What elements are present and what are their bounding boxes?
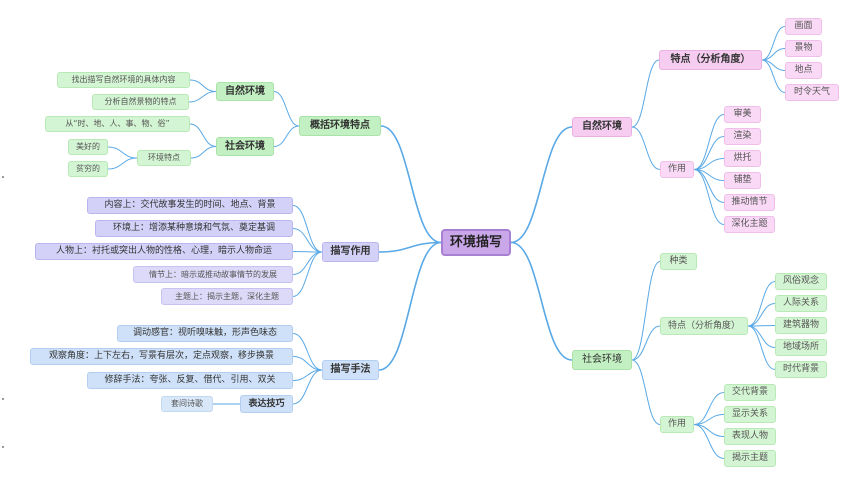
connector-line [747, 325, 776, 327]
method-item[interactable]: 调动感官：视听嗅味触，形声色味态 [117, 325, 293, 342]
social-effect-item[interactable]: 显示关系 [724, 406, 776, 423]
connector-line [747, 325, 776, 348]
social-effects-node[interactable]: 作用 [660, 416, 694, 433]
summary-natural-item[interactable]: 找出描写自然环境的具体内容 [57, 72, 190, 88]
connector-line [292, 251, 323, 275]
natural-effect-item[interactable]: 推动情节 [724, 194, 775, 211]
connector-line [693, 158, 725, 170]
role-item[interactable]: 人物上：衬托或突出人物的性格、心理，暗示人物命运 [35, 243, 293, 260]
connector-line [292, 228, 323, 253]
connector-line [747, 303, 776, 327]
natural-effect-item[interactable]: 渲染 [724, 128, 761, 145]
summary-social-item[interactable]: 从“时、地、人、事、物、俗” [45, 116, 190, 132]
connector-line [631, 359, 661, 425]
connector-line [761, 59, 786, 93]
natural-environment-node[interactable]: 自然环境 [572, 117, 632, 137]
role-item[interactable]: 主题上：揭示主题，深化主题 [161, 288, 293, 305]
root-topic[interactable]: 环境描写 [441, 229, 511, 256]
edge-artifact [2, 446, 4, 448]
edge-artifact [2, 398, 4, 400]
connector-line [380, 125, 442, 244]
connector-line [693, 424, 725, 459]
social-effect-item[interactable]: 揭示主题 [724, 450, 776, 467]
connector-line [273, 125, 300, 147]
connector-line [189, 79, 217, 92]
connector-line [292, 356, 323, 371]
connector-line [188, 91, 217, 103]
connector-line [693, 114, 725, 170]
role-item[interactable]: 内容上：交代故事发生的时间、地点、背景 [87, 197, 293, 214]
method-skill-item[interactable]: 套间诗歌 [161, 396, 213, 412]
social-effect-item[interactable]: 表现人物 [724, 428, 776, 445]
connector-line [292, 251, 323, 297]
connector-line [693, 392, 725, 425]
connector-line [747, 325, 776, 370]
connector-line [631, 325, 661, 361]
role-item[interactable]: 情节上：暗示或推动故事情节的发展 [133, 266, 293, 283]
natural-feature-item[interactable]: 景物 [785, 40, 822, 57]
connector-line [510, 126, 573, 244]
role-item[interactable]: 环境上：增添某种意境和气氛、奠定基调 [95, 220, 293, 237]
connector-line [190, 146, 217, 159]
connector-line [378, 241, 442, 253]
connector-line [510, 241, 573, 361]
connector-line [292, 369, 323, 405]
connector-line [273, 91, 300, 127]
connector-line [761, 48, 786, 61]
natural-effect-item[interactable]: 铺垫 [724, 172, 761, 189]
summary-node[interactable]: 概括环境特点 [299, 116, 381, 136]
natural-effect-item[interactable]: 烘托 [724, 150, 761, 167]
connector-line [107, 146, 138, 159]
summary-natural-item[interactable]: 分析自然景物的特点 [92, 94, 189, 110]
connector-line [292, 251, 323, 253]
connector-line [761, 26, 786, 61]
connector-line [378, 241, 442, 371]
summary-natural-node[interactable]: 自然环境 [216, 82, 274, 101]
edge-artifact [2, 176, 4, 178]
summary-social-node[interactable]: 社会环境 [216, 137, 274, 156]
social-effect-item[interactable]: 交代背景 [724, 384, 776, 401]
social-feature-item[interactable]: 时代背景 [775, 361, 827, 378]
connector-line [631, 126, 661, 170]
natural-features-node[interactable]: 特点（分析角度） [659, 50, 762, 70]
connector-line [631, 261, 661, 361]
social-types-node[interactable]: 种类 [660, 253, 697, 270]
connector-line [693, 414, 725, 425]
connector-line [693, 169, 725, 225]
connector-line [107, 157, 138, 170]
method-node[interactable]: 描写手法 [322, 360, 379, 380]
social-features-node[interactable]: 特点（分析角度） [660, 317, 748, 335]
connector-line [189, 123, 217, 147]
method-item[interactable]: 修辞手法：夸张、反复、借代、引用、双关 [87, 372, 293, 389]
social-feature-item[interactable]: 建筑器物 [775, 317, 827, 334]
connector-line [693, 136, 725, 170]
connector-line [747, 281, 776, 327]
method-skill-node[interactable]: 表达技巧 [240, 395, 293, 413]
connector-line [693, 424, 725, 437]
summary-social-features-node[interactable]: 环境特点 [137, 150, 191, 166]
natural-effect-item[interactable]: 审美 [724, 106, 761, 123]
natural-feature-item[interactable]: 时令天气 [785, 84, 839, 101]
connector-line [631, 59, 660, 128]
social-feature-item[interactable]: 地域场所 [775, 339, 827, 356]
natural-feature-item[interactable]: 地点 [785, 62, 822, 79]
connector-line [292, 205, 323, 253]
social-feature-item[interactable]: 风俗观念 [775, 273, 827, 290]
natural-effect-item[interactable]: 深化主题 [724, 216, 775, 233]
social-environment-node[interactable]: 社会环境 [572, 350, 632, 370]
social-feature-item[interactable]: 人际关系 [775, 295, 827, 312]
method-item[interactable]: 观察角度：上下左右，写景有层次，定点观察，移步换景 [30, 348, 293, 365]
natural-feature-item[interactable]: 画面 [785, 18, 822, 35]
connector-line [292, 333, 323, 371]
role-node[interactable]: 描写作用 [322, 242, 379, 262]
natural-effects-node[interactable]: 作用 [660, 161, 694, 178]
summary-social-feature-item[interactable]: 贫穷的 [68, 161, 108, 177]
summary-social-feature-item[interactable]: 美好的 [68, 139, 108, 155]
